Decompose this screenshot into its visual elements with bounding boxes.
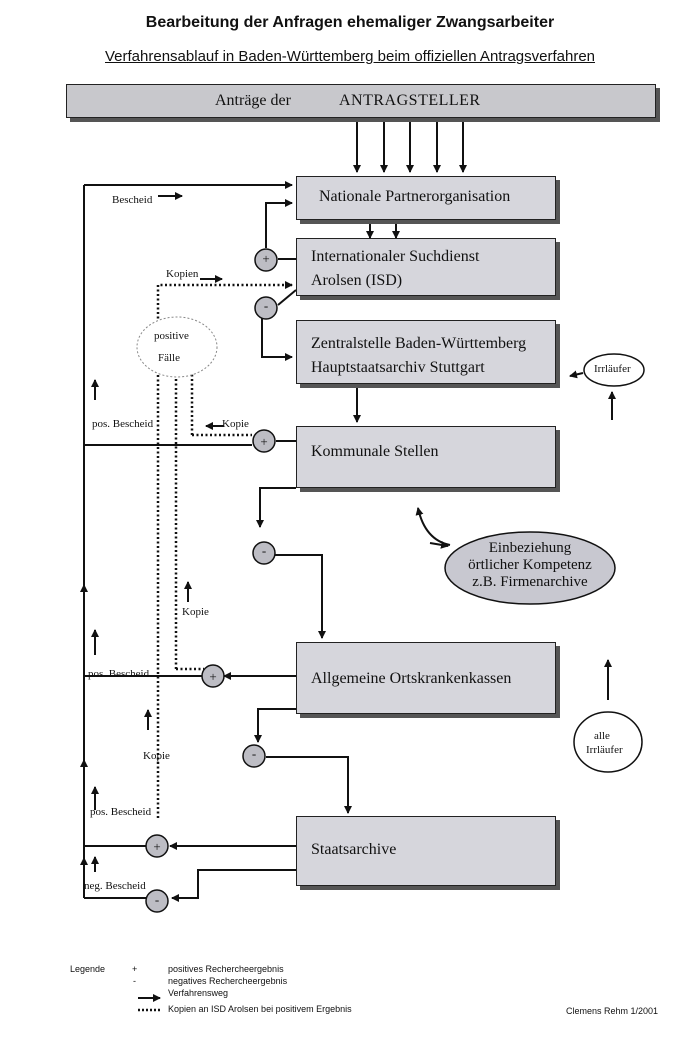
kommunal-to-minus-arrow	[256, 487, 296, 528]
pos-bescheid-aok: pos. Bescheid	[88, 668, 150, 680]
positive-label: positive	[154, 330, 189, 342]
irrlaeufer-label: Irrläufer	[594, 363, 631, 375]
legend-arrow-text: Verfahrensweg	[168, 988, 229, 998]
isd-minus-circle	[254, 296, 278, 320]
aok-plus-circle	[201, 664, 225, 688]
staats-minus-circle	[145, 889, 169, 913]
staats-plus-circle	[145, 834, 169, 858]
staats-to-minus-arrow	[171, 869, 296, 902]
aok-plus-label: +	[209, 669, 217, 684]
box-zentralstelle: Zentralstelle Baden-Württemberg Hauptsta…	[296, 320, 556, 384]
aok-to-minus-arrow	[254, 708, 296, 743]
antragsteller-label: ANTRAGSTELLER	[339, 92, 481, 109]
staats-minus-label: -	[154, 892, 160, 907]
legend-plus-text: positives Rechercheergebnis	[168, 964, 284, 974]
box-partnerorganisation: Nationale Partnerorganisation	[296, 176, 556, 220]
credit: Clemens Rehm 1/2001	[566, 1006, 659, 1016]
box-isd: Internationaler Suchdienst Arolsen (ISD)	[296, 238, 556, 296]
alle-irrlaeufer-label: Irrläufer	[586, 744, 623, 756]
kopie-label-staats: Kopie	[143, 750, 170, 762]
diagram-title: Bearbeitung der Anfragen ehemaliger Zwan…	[145, 14, 555, 31]
isd-plus-to-partner-arrow	[265, 199, 293, 248]
aok-minus-circle	[242, 744, 266, 768]
positive-faelle-ellipse	[136, 316, 218, 378]
dotted-copy-main	[156, 281, 293, 818]
pos-bescheid-staats: pos. Bescheid	[90, 806, 152, 818]
isd-plus-circle	[254, 248, 278, 272]
alle-irrlaeufer-ellipse	[573, 711, 643, 773]
alle-label: alle	[594, 730, 610, 742]
antragsteller-bar: Anträge der ANTRAGSTELLER	[66, 84, 656, 118]
bescheid-label: Bescheid	[112, 194, 153, 206]
kommunal-plus-circle	[252, 429, 276, 453]
einbeziehung-ellipse	[444, 531, 616, 605]
neg-bescheid-staats: neg. Bescheid	[84, 880, 146, 892]
box-staatsarchive: Staatsarchive	[296, 816, 556, 886]
isd-minus-label: -	[263, 298, 269, 313]
legend-minus-text: negatives Rechercheergebnis	[168, 976, 288, 986]
legend-minus-symbol: -	[133, 976, 136, 986]
einbeziehung-text: Einbeziehung örtlicher Kompetenz z.B. Fi…	[468, 540, 592, 590]
legend-title: Legende	[70, 964, 106, 974]
aok-minus-label: -	[251, 746, 257, 761]
antragsteller-prefix: Anträge der	[215, 92, 291, 109]
irrlaeufer-ellipse	[583, 353, 645, 387]
kopie-label-aok: Kopie	[182, 606, 209, 618]
kommunal-minus-circle	[252, 541, 276, 565]
isd-to-minus-line	[277, 289, 297, 306]
kommunal-plus-label: +	[260, 434, 268, 449]
minus-to-staatsarchive-arrow	[266, 756, 352, 814]
diagram-subtitle: Verfahrensablauf in Baden-Württemberg be…	[105, 48, 595, 65]
isd-plus-label: +	[262, 251, 270, 266]
legend-plus-symbol: +	[132, 964, 138, 974]
kopien-label: Kopien	[166, 268, 199, 280]
staats-plus-label: +	[153, 839, 161, 854]
box-kommunale-stellen: Kommunale Stellen	[296, 426, 556, 488]
minus-to-zentral-arrow	[261, 318, 293, 361]
box-aok: Allgemeine Ortskrankenkassen	[296, 642, 556, 714]
kommunal-minus-label: -	[261, 543, 267, 558]
pos-bescheid-kommunal: pos. Bescheid	[92, 418, 154, 430]
minus-to-aok-arrow	[272, 554, 326, 639]
kopie-label-kommunal: Kopie	[222, 418, 249, 430]
faelle-label: Fälle	[158, 352, 180, 364]
legend-dotted-text: Kopien an ISD Arolsen bei positivem Erge…	[168, 1004, 352, 1014]
